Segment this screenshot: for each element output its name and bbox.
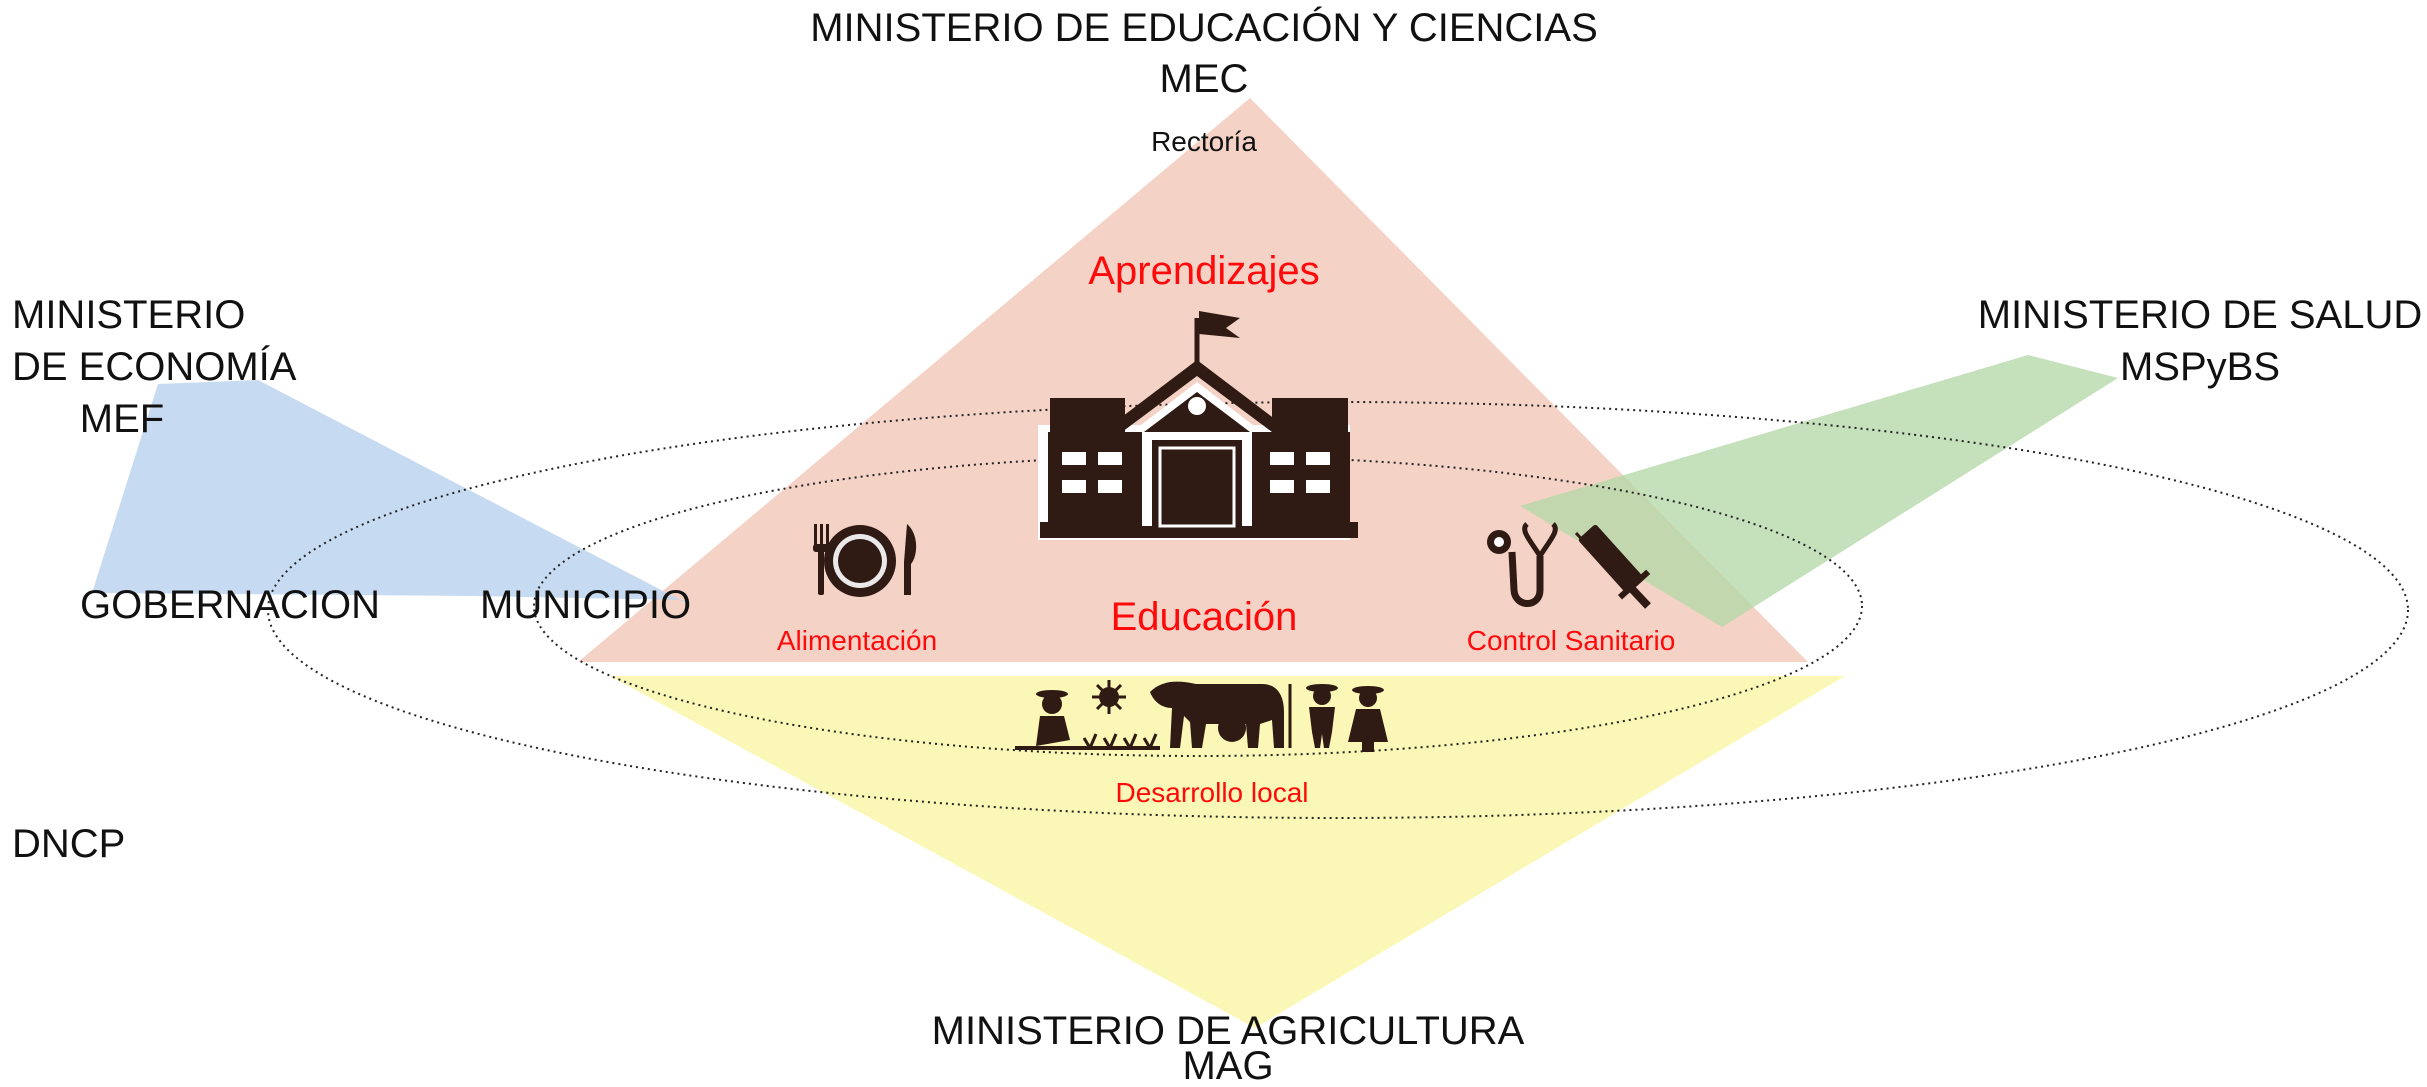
gobernacion-label: GOBERNACION [80, 583, 380, 627]
aprendizajes-label: Aprendizajes [1088, 249, 1319, 293]
inner-dotted-ellipse [533, 455, 1863, 757]
alimentacion-label: Alimentación [777, 625, 937, 656]
plate-cutlery-icon [813, 524, 917, 597]
educacion-label: Educación [1111, 595, 1298, 639]
school-icon [1038, 311, 1358, 540]
desarrollo-local-label: Desarrollo local [1116, 777, 1309, 808]
mag-title-line1: MINISTERIO DE AGRICULTURA [932, 1009, 1525, 1053]
agriculture-triangle [610, 676, 1845, 1028]
mec-title-line2: MEC [1160, 57, 1249, 101]
mef-title-line3: MEF [80, 397, 164, 441]
mag-title-line2: MAG [1182, 1044, 1273, 1087]
farming-livestock-icon [1015, 680, 1388, 752]
stethoscope-syringe-icon [1487, 522, 1651, 609]
economy-shape [92, 380, 690, 605]
msp-title-line2: MSPyBS [2120, 345, 2280, 389]
dncp-label: DNCP [12, 822, 125, 866]
education-triangle [578, 98, 1808, 662]
health-shape [1520, 355, 2118, 627]
control-sanitario-label: Control Sanitario [1467, 625, 1676, 656]
mef-title-line2: DE ECONOMÍA [12, 344, 297, 389]
mec-title-line1: MINISTERIO DE EDUCACIÓN Y CIENCIAS [810, 5, 1598, 50]
outer-dotted-ellipse [267, 401, 2409, 819]
municipio-label: MUNICIPIO [480, 583, 691, 627]
msp-title-line1: MINISTERIO DE SALUD [1978, 293, 2423, 337]
mec-role-label: Rectoría [1151, 126, 1257, 157]
mef-title-line1: MINISTERIO [12, 293, 245, 337]
